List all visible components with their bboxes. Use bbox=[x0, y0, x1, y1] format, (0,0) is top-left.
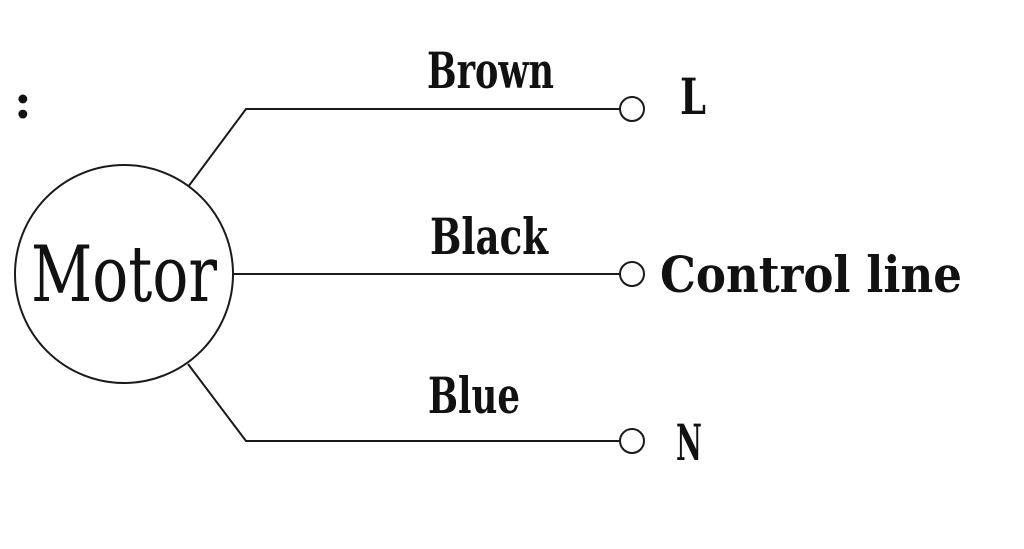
wire-color-label-black: Black bbox=[430, 207, 549, 266]
terminal-n bbox=[619, 428, 645, 454]
terminal-label-control-line: Control line bbox=[660, 245, 962, 304]
terminal-label-n: N bbox=[676, 413, 702, 472]
terminal-control bbox=[619, 261, 645, 287]
leading-colon-mark: : bbox=[14, 74, 32, 130]
wire-brown bbox=[187, 108, 620, 188]
motor-label: Motor bbox=[31, 230, 218, 320]
wire-blue bbox=[187, 363, 620, 442]
wire-color-label-blue: Blue bbox=[428, 366, 520, 425]
terminal-label-l: L bbox=[680, 67, 706, 126]
motor-circle bbox=[14, 164, 234, 384]
terminal-l bbox=[619, 96, 645, 122]
wire-color-label-brown: Brown bbox=[427, 41, 554, 100]
